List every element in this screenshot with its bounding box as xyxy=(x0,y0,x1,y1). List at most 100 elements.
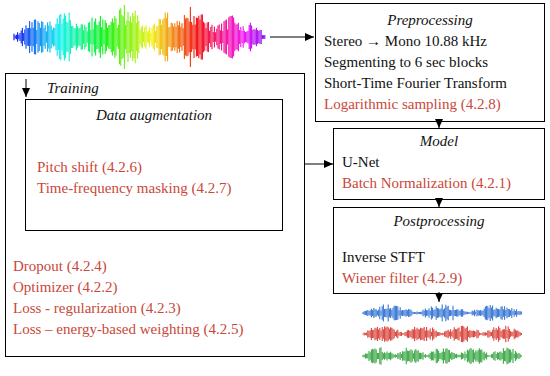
waveform-bar xyxy=(422,352,423,360)
section-reference: Dropout (4.2.4) xyxy=(13,256,297,277)
waveform-bar xyxy=(389,353,390,359)
waveform-bar xyxy=(141,27,142,47)
stage-box: PreprocessingStereo → Mono 10.88 kHzSegm… xyxy=(315,3,545,122)
waveform-bar xyxy=(440,308,441,317)
waveform-bar xyxy=(410,331,411,338)
waveform-bar xyxy=(493,310,494,316)
waveform-bar xyxy=(186,18,187,57)
waveform-bar xyxy=(121,15,122,59)
waveform-bar xyxy=(506,348,507,365)
waveform-bar xyxy=(99,21,100,52)
waveform-bar xyxy=(66,22,67,52)
waveform-bar xyxy=(139,30,140,45)
waveform-bar xyxy=(235,24,236,49)
waveform-bar xyxy=(397,330,398,338)
waveform-bar xyxy=(402,351,403,360)
waveform-bar xyxy=(395,306,396,320)
waveform-bar xyxy=(404,332,405,336)
waveform-bar xyxy=(169,27,170,47)
waveform-bar xyxy=(378,330,379,339)
waveform-bar xyxy=(457,309,458,316)
waveform-bar xyxy=(420,312,421,315)
waveform-bar xyxy=(368,311,369,315)
waveform-bar xyxy=(436,306,437,319)
waveform-bar xyxy=(189,21,190,52)
waveform-bar xyxy=(203,22,204,53)
waveform-bar xyxy=(163,18,164,55)
step-text: U-Net xyxy=(342,152,536,173)
waveform-bar xyxy=(486,306,487,321)
waveform-bar xyxy=(424,327,425,341)
waveform-bar xyxy=(371,309,372,318)
waveform-bar xyxy=(73,28,74,46)
waveform-bar xyxy=(160,19,161,55)
waveform-bar xyxy=(455,329,456,339)
waveform-bar xyxy=(376,350,377,363)
waveform-bar xyxy=(135,11,136,63)
waveform-bar xyxy=(424,311,425,316)
waveform-bar xyxy=(461,309,462,317)
waveform-bar xyxy=(439,309,440,316)
waveform-bar xyxy=(416,328,417,341)
waveform-bar xyxy=(21,31,22,44)
waveform-bar xyxy=(444,332,445,337)
waveform-bar xyxy=(467,326,468,342)
waveform-bar xyxy=(22,28,23,46)
waveform-bar xyxy=(462,309,463,317)
waveform-bar xyxy=(105,20,106,53)
waveform-bar xyxy=(157,26,158,48)
waveform-bar xyxy=(46,31,47,43)
waveform-bar xyxy=(201,15,202,60)
waveform-bar xyxy=(373,308,374,318)
waveform-bar xyxy=(108,25,109,49)
waveform-bar xyxy=(438,309,439,318)
waveform-bar xyxy=(49,21,50,52)
waveform-bar xyxy=(211,25,212,50)
waveform-bar xyxy=(33,28,34,47)
waveform-bar xyxy=(60,14,61,61)
flow-arrow xyxy=(439,200,440,207)
waveform-bar xyxy=(391,310,392,317)
waveform-bar xyxy=(264,35,265,39)
waveform-bar xyxy=(520,354,521,357)
waveform-bar xyxy=(426,355,427,356)
step-text: Segmenting to 6 sec blocks xyxy=(324,52,536,73)
waveform-bar xyxy=(424,355,425,357)
waveform-bar xyxy=(494,309,495,316)
waveform-bar xyxy=(450,353,451,359)
step-text: Inverse STFT xyxy=(342,247,536,268)
waveform-bar xyxy=(504,329,505,339)
waveform-bar xyxy=(457,355,458,358)
waveform-bar xyxy=(467,312,468,315)
waveform-bar xyxy=(382,327,383,341)
waveform-bar xyxy=(449,350,450,362)
waveform-bar xyxy=(479,348,480,363)
waveform-bar xyxy=(408,309,409,317)
waveform-bar xyxy=(521,355,522,357)
waveform-bar xyxy=(255,30,256,44)
waveform-bar xyxy=(244,31,245,44)
box-heading: Data augmentation xyxy=(37,105,271,126)
waveform-bar xyxy=(456,310,457,317)
waveform-bar xyxy=(445,331,446,337)
waveform-bar xyxy=(245,32,246,42)
waveform-bar xyxy=(181,23,182,50)
waveform-bar xyxy=(440,333,441,335)
waveform-bar xyxy=(41,21,42,52)
waveform-bar xyxy=(78,28,79,45)
waveform-bar xyxy=(199,20,200,55)
waveform-bar xyxy=(401,332,402,336)
waveform-bar xyxy=(372,310,373,316)
waveform-bar xyxy=(433,310,434,316)
waveform-bar xyxy=(518,311,519,315)
waveform-bar xyxy=(261,30,262,44)
waveform-bar xyxy=(370,310,371,316)
waveform-bar xyxy=(47,22,48,52)
waveform-bar xyxy=(413,329,414,338)
waveform-bar xyxy=(492,354,493,358)
waveform-bar xyxy=(390,308,391,318)
waveform-bar xyxy=(376,309,377,317)
section-reference: Wiener filter (4.2.9) xyxy=(342,268,536,289)
waveform-bar xyxy=(196,17,197,56)
waveform-bar xyxy=(251,25,252,48)
